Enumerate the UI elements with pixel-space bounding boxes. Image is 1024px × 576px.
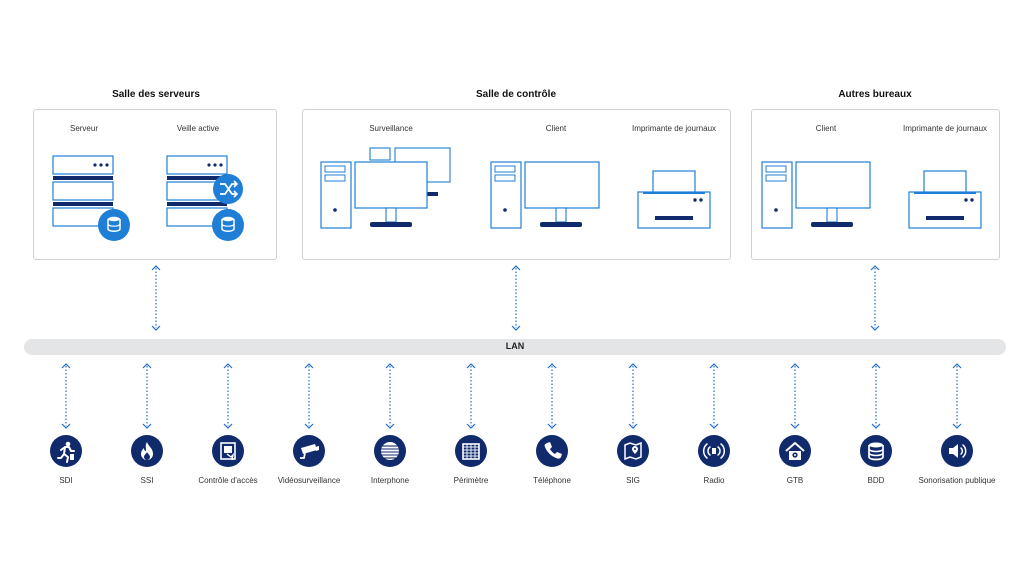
access-reader-icon — [212, 435, 244, 467]
intercom-grille-icon — [374, 435, 406, 467]
connector-server-room-lan — [151, 265, 161, 331]
connector-other-offices-lan — [870, 265, 880, 331]
lan-bus: LAN — [24, 339, 1006, 355]
subsystem-label-phone: Téléphone — [533, 476, 571, 485]
server-database-icon — [52, 155, 130, 241]
connector-database — [871, 363, 881, 429]
connector-access-control — [223, 363, 233, 429]
connector-perimeter — [466, 363, 476, 429]
subsystem-label-ssi: SSI — [140, 476, 154, 485]
subsystem-label-access-control: Contrôle d'accès — [198, 476, 258, 485]
multi-monitor-workstation-icon — [320, 147, 451, 229]
subsystem-label-bms: GTB — [786, 476, 804, 485]
device-label-log-printer-office: Imprimante de journaux — [902, 124, 988, 133]
device-label-client-office: Client — [815, 124, 837, 133]
phone-icon — [536, 435, 568, 467]
connector-gis — [628, 363, 638, 429]
section-title-other-offices: Autres bureaux — [838, 89, 912, 100]
perimeter-fence-icon — [455, 435, 487, 467]
building-gear-icon — [779, 435, 811, 467]
connector-public-address — [952, 363, 962, 429]
subsystem-label-database: BDD — [867, 476, 885, 485]
connector-intercom — [385, 363, 395, 429]
radio-waves-icon — [698, 435, 730, 467]
device-label-log-printer: Imprimante de journaux — [631, 124, 717, 133]
connector-sdi — [61, 363, 71, 429]
database-icon — [860, 435, 892, 467]
connector-radio — [709, 363, 719, 429]
lan-label: LAN — [505, 341, 525, 351]
speaker-icon — [941, 435, 973, 467]
subsystem-label-cctv: Vidéosurveillance — [277, 476, 341, 485]
workstation-icon — [490, 161, 600, 229]
running-person-icon — [50, 435, 82, 467]
map-pin-icon — [617, 435, 649, 467]
connector-control-room-lan — [511, 265, 521, 331]
subsystem-label-sdi: SDI — [59, 476, 73, 485]
server-failover-icon — [166, 155, 244, 241]
subsystem-label-public-address: Sonorisation publique — [918, 476, 996, 485]
connector-ssi — [142, 363, 152, 429]
device-label-client: Client — [545, 124, 567, 133]
subsystem-label-radio: Radio — [703, 476, 725, 485]
printer-icon — [908, 170, 982, 229]
device-label-surveillance: Surveillance — [369, 124, 413, 133]
device-label-server: Serveur — [69, 124, 98, 133]
device-label-standby: Veille active — [176, 124, 220, 133]
subsystem-label-perimeter: Périmètre — [453, 476, 489, 485]
flame-icon — [131, 435, 163, 467]
printer-icon — [637, 170, 711, 229]
section-title-control-room: Salle de contrôle — [475, 89, 557, 100]
subsystem-label-intercom: Interphone — [370, 476, 410, 485]
connector-phone — [547, 363, 557, 429]
cctv-camera-icon — [293, 435, 325, 467]
connector-cctv — [304, 363, 314, 429]
section-title-server-room: Salle des serveurs — [112, 89, 200, 100]
subsystem-label-gis: SIG — [626, 476, 640, 485]
connector-bms — [790, 363, 800, 429]
workstation-icon — [761, 161, 871, 229]
